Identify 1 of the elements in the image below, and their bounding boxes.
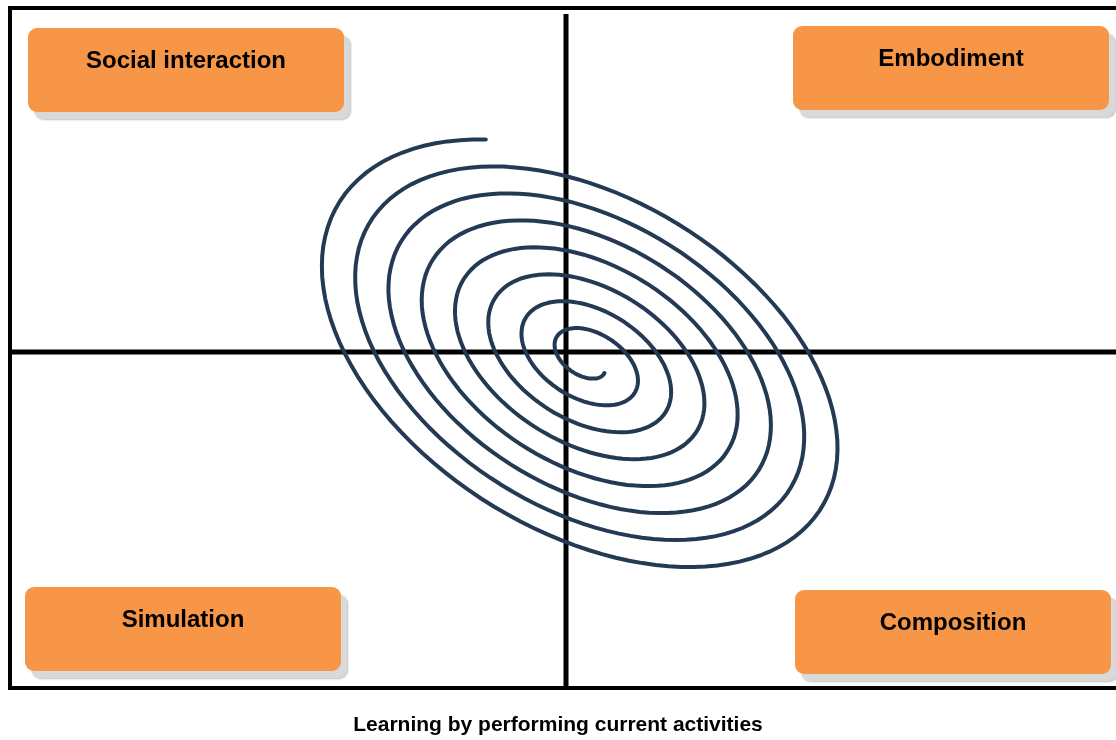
caption: Learning by performing current activities	[352, 712, 764, 736]
